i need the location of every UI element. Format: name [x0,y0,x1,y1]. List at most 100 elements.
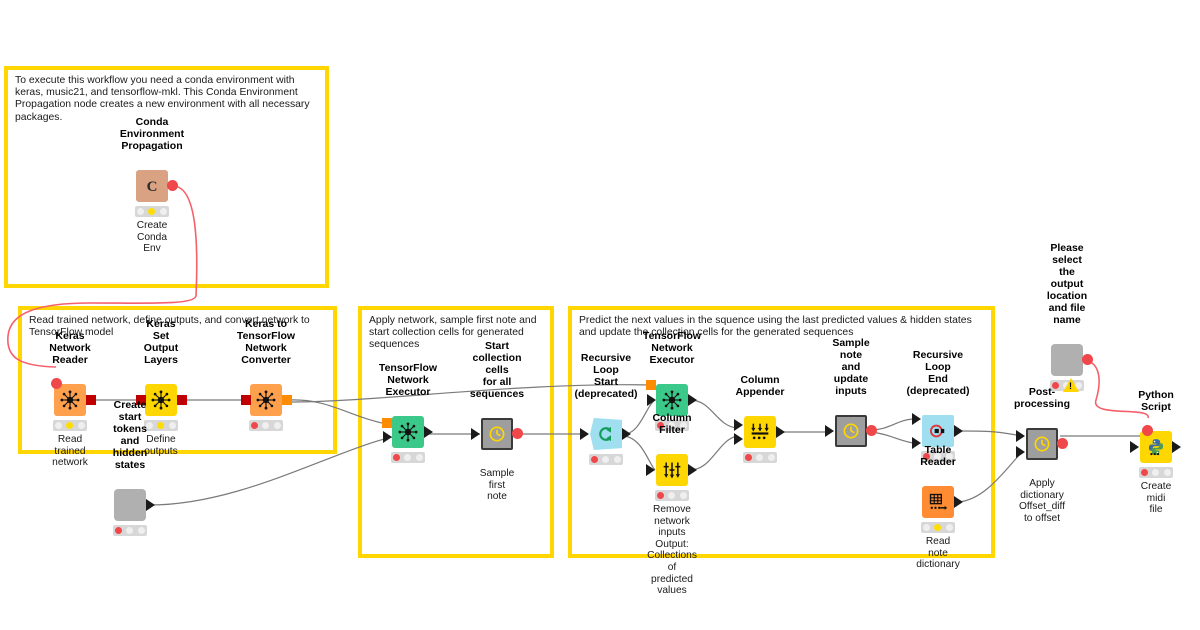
model-out-port[interactable] [177,395,187,405]
column-appender-icon[interactable] [744,416,776,448]
data-in-port[interactable] [647,394,656,406]
node-title: Keras Set Output Layers [143,318,179,366]
node-status-bar [921,451,955,462]
data-out-port[interactable] [954,496,963,508]
tensorflow-network-icon[interactable] [656,384,688,416]
data-out-port[interactable] [1172,441,1181,453]
status-light [1141,469,1149,476]
conda-icon[interactable]: C [136,170,168,202]
data-in-port[interactable] [1130,441,1139,453]
metanode-icon[interactable] [1051,344,1083,376]
status-light [767,454,775,461]
data-out-port[interactable] [688,464,697,476]
data-in-port-1[interactable] [1016,430,1025,442]
node-subtitle: Read trained network [52,434,88,469]
node-subtitle: Remove network inputs Output: Collection… [647,504,697,597]
data-in-port-1[interactable] [912,413,921,425]
svg-text:C: C [147,179,158,195]
data-in-port[interactable] [471,428,480,440]
data-out-port[interactable] [776,426,785,438]
model-in-port[interactable] [241,395,251,405]
node-title: Start collection cells for all sequences [469,340,525,400]
flow-variable-in-port[interactable] [1142,425,1153,436]
model-in-port[interactable] [136,395,146,405]
tensorflow-model-out-port[interactable] [282,395,292,405]
status-light [1152,469,1160,476]
status-light [262,422,270,429]
data-in-port[interactable] [580,428,589,440]
data-in-port[interactable] [383,431,392,443]
node-status-bar [135,206,169,217]
annotation-apply-network-text: Apply network, sample first note and sta… [369,315,537,351]
data-in-port[interactable] [825,425,834,437]
flow-variable-out-port[interactable] [167,180,178,191]
flow-variable-out-port[interactable] [1057,438,1068,449]
status-light [168,422,176,429]
status-light [1052,382,1060,389]
data-out-port[interactable] [146,499,155,511]
node-status-bar [743,452,777,463]
keras-network-icon[interactable] [250,384,282,416]
status-light [77,422,85,429]
node-status-bar [249,420,283,431]
node-title: Create start tokens and hidden states [112,399,148,471]
keras-network-icon[interactable] [145,384,177,416]
column-filter-icon[interactable] [656,454,688,486]
tensorflow-model-in-port[interactable] [382,418,392,428]
status-light [934,524,942,531]
flow-variable-out-port[interactable] [512,428,523,439]
node-status-bar [921,522,955,533]
status-light [66,422,74,429]
status-light [126,527,134,534]
loop-end-icon[interactable] [922,415,954,447]
node-subtitle: Create midi file [1140,481,1172,516]
status-light [591,456,599,463]
status-light [148,208,156,215]
metanode-icon[interactable] [114,489,146,521]
flow-variable-in-port[interactable] [51,378,62,389]
data-in-port-2[interactable] [734,433,743,445]
flow-variable-out-port[interactable] [866,425,877,436]
node-title: Table Reader [920,444,956,468]
data-in-port[interactable] [646,464,655,476]
warning-icon[interactable] [1063,378,1079,392]
status-light [668,492,676,499]
node-subtitle: Read note dictionary [916,536,960,571]
node-title: Column Filter [652,412,692,436]
node-status-bar [1139,467,1173,478]
data-out-port[interactable] [424,426,433,438]
status-light [146,422,154,429]
status-light [923,524,931,531]
status-light [251,422,259,429]
tensorflow-network-icon[interactable] [392,416,424,448]
loop-start-icon[interactable] [590,418,622,450]
data-out-port[interactable] [954,425,963,437]
data-out-port[interactable] [622,428,631,440]
node-subtitle: Apply dictionary Offset_diff to offset [1018,478,1066,524]
data-in-port-2[interactable] [1016,446,1025,458]
python-icon[interactable] [1140,431,1172,463]
status-light [602,456,610,463]
node-status-bar [655,420,689,431]
node-status-bar [113,525,147,536]
flow-variable-out-port[interactable] [1082,354,1093,365]
node-subtitle: Create Conda Env [136,220,168,255]
clock-metanode-icon[interactable] [481,418,513,450]
status-light [668,422,676,429]
status-light [1163,469,1171,476]
clock-metanode-icon[interactable] [1026,428,1058,460]
table-reader-icon[interactable] [922,486,954,518]
tensorflow-model-in-port[interactable] [646,380,656,390]
status-light [393,454,401,461]
keras-network-icon[interactable] [54,384,86,416]
data-in-port-2[interactable] [912,437,921,449]
data-in-port-1[interactable] [734,419,743,431]
node-title: TensorFlow Network Executor [378,362,438,398]
data-out-port[interactable] [688,394,697,406]
node-title: Recursive Loop Start (deprecated) [574,352,638,400]
status-light [657,422,665,429]
status-light [137,527,145,534]
model-out-port[interactable] [86,395,96,405]
clock-metanode-icon[interactable] [835,415,867,447]
